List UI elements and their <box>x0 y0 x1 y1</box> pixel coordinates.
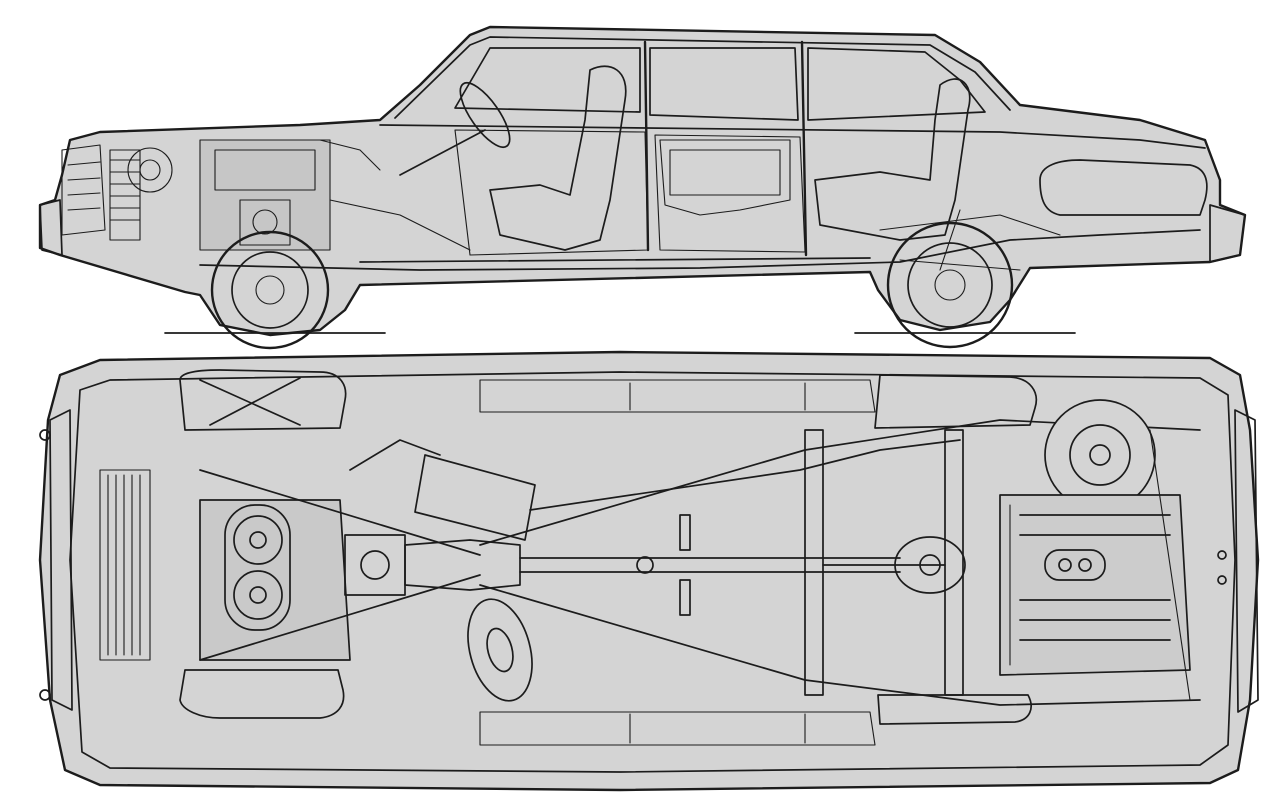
side-rear-tank <box>1039 159 1208 216</box>
side-steering-wheel <box>459 82 511 148</box>
side-rear-seat <box>814 78 971 241</box>
underside-muffler <box>414 454 536 541</box>
side-door-front <box>454 129 649 256</box>
side-drivetrain <box>199 229 1201 271</box>
underside-driveshaft <box>519 514 901 616</box>
underside-radiator <box>99 469 151 661</box>
side-rear-wheel <box>886 221 1014 349</box>
side-sill <box>359 257 871 263</box>
side-window-front <box>454 47 641 113</box>
underside-fuel-tank <box>999 494 1191 676</box>
underside-rear-springs <box>1009 429 1191 701</box>
underside-front-wheel-wells <box>179 369 347 719</box>
side-roof-line <box>394 36 1011 119</box>
side-front-seat <box>489 65 627 251</box>
side-door-panel-detail <box>659 139 791 216</box>
side-steering-column <box>399 129 486 176</box>
underside-rear-bumper <box>1217 409 1259 713</box>
side-rear-axle-frame <box>879 209 1061 271</box>
underside-view <box>38 350 1260 792</box>
side-belt-line <box>379 124 1206 149</box>
underside-floor-outline <box>69 371 1236 773</box>
underside-x-frame <box>199 419 1201 706</box>
side-window-middle <box>649 47 799 121</box>
side-front-bumper <box>39 199 63 256</box>
side-front-wheel <box>210 230 330 350</box>
underside-front-bumper <box>39 409 73 711</box>
underside-engine <box>199 499 406 661</box>
side-front-grille <box>61 144 106 236</box>
side-view <box>38 25 1247 350</box>
underside-exhaust-pipe <box>349 439 961 511</box>
underside-spare-wheel <box>1044 399 1156 511</box>
side-window-rear <box>807 47 986 121</box>
underside-sill-bottom <box>479 711 876 746</box>
underside-front-suspension <box>467 598 533 702</box>
side-rear-bumper <box>1209 204 1246 263</box>
side-pillar-c <box>800 40 808 257</box>
underside-transmission <box>404 539 521 591</box>
underside-rear-axle <box>804 429 966 696</box>
underside-sill-top <box>479 379 876 413</box>
underside-rear-wheel-wells <box>874 374 1038 725</box>
side-door-rear <box>654 134 806 253</box>
